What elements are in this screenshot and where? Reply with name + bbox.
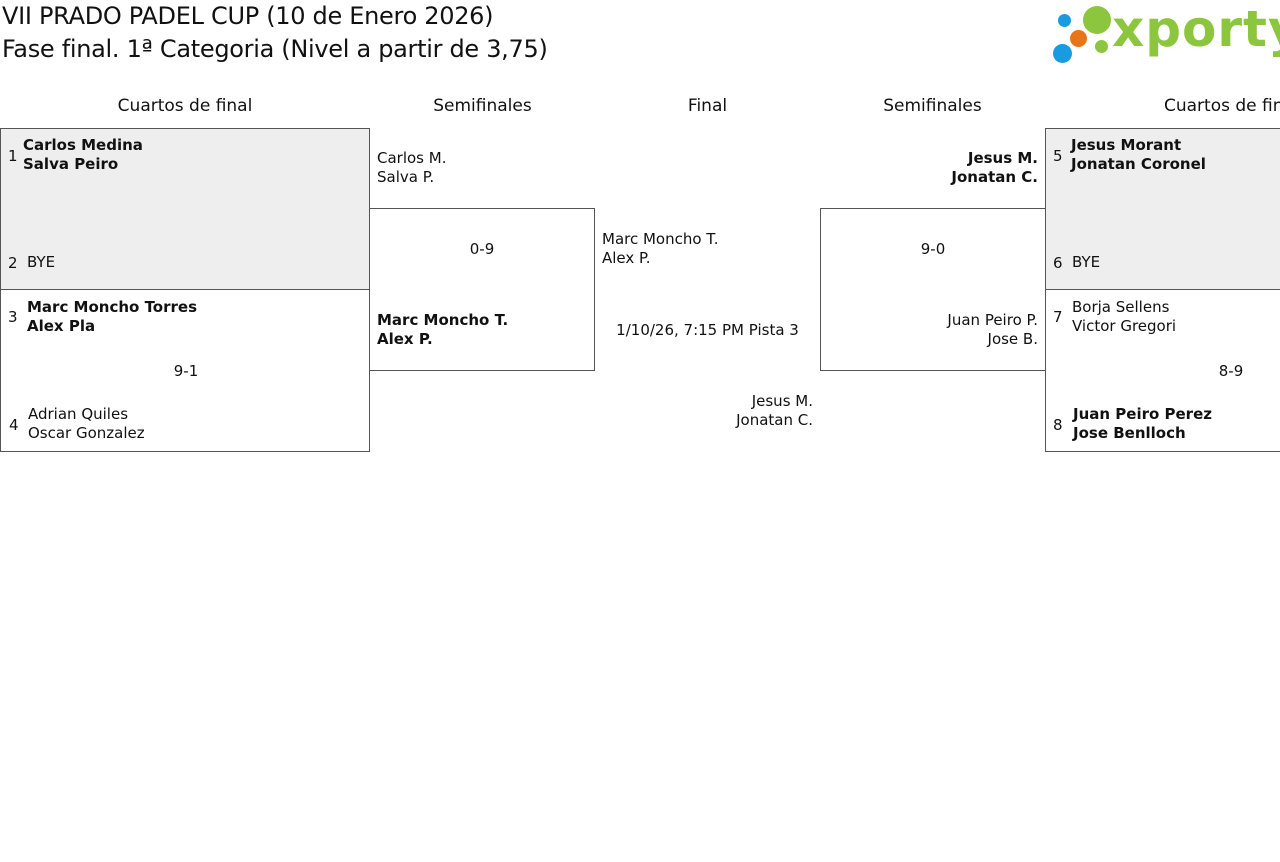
player-name: Jonatan C. — [736, 411, 813, 429]
right-sf-match[interactable]: 9-0 Juan Peiro P. Jose B. — [820, 208, 1046, 371]
seed-number: 7 — [1053, 308, 1063, 326]
team-players: Adrian Quiles Oscar Gonzalez — [28, 405, 145, 443]
match-score: 8-9 — [1218, 362, 1244, 380]
player-name: Marc Moncho Torres — [27, 298, 198, 316]
logo-dot-orange-icon — [1070, 30, 1087, 47]
logo-dot-green-small-icon — [1095, 40, 1108, 53]
player-name: Jose Benlloch — [1073, 424, 1186, 442]
round-title-final: Final — [687, 96, 728, 116]
right-qf-match-1[interactable]: 5 Jesus Morant Jonatan Coronel 6 BYE — [1045, 128, 1280, 290]
seed-number: 4 — [9, 416, 19, 434]
left-sf-top-team: Carlos M. Salva P. — [377, 149, 446, 187]
player-name: Juan Peiro P. — [947, 311, 1038, 329]
team-players: Juan Peiro P. Jose B. — [881, 311, 1038, 349]
seed-number: 3 — [8, 308, 18, 326]
match-score: 9-1 — [173, 362, 199, 380]
left-sf-match[interactable]: 0-9 Marc Moncho T. Alex P. — [369, 208, 595, 371]
right-sf-top-team: Jesus M. Jonatan C. — [900, 149, 1038, 187]
final-bottom-team: Jesus M. Jonatan C. — [700, 392, 813, 430]
seed-number: 2 — [8, 254, 18, 272]
player-name: Adrian Quiles — [28, 405, 129, 423]
seed-number: 8 — [1053, 416, 1063, 434]
player-name: Alex P. — [602, 249, 651, 267]
round-title-left-quarterfinals: Cuartos de final — [117, 96, 253, 116]
player-name: Oscar Gonzalez — [28, 424, 145, 442]
team-players: Juan Peiro Perez Jose Benlloch — [1073, 405, 1212, 443]
player-name: Carlos M. — [377, 149, 447, 167]
player-name: Marc Moncho T. — [377, 311, 509, 329]
player-name: Alex Pla — [27, 317, 96, 335]
final-top-team: Marc Moncho T. Alex P. — [602, 230, 718, 268]
team-players: Carlos Medina Salva Peiro — [23, 136, 143, 174]
logo-dot-green-icon — [1083, 6, 1111, 34]
logo-dot-blue-icon — [1058, 14, 1071, 27]
team-players: Marc Moncho T. Alex P. — [377, 311, 508, 349]
player-name: Borja Sellens — [1072, 298, 1170, 316]
match-score: 0-9 — [469, 240, 495, 258]
round-title-right-semifinals: Semifinales — [883, 96, 982, 116]
xporty-logo[interactable]: xporty — [1050, 0, 1280, 66]
left-qf-match-1[interactable]: 1 Carlos Medina Salva Peiro 2 BYE — [0, 128, 370, 290]
player-name: Carlos Medina — [23, 136, 143, 154]
team-players: Borja Sellens Victor Gregori — [1072, 298, 1176, 336]
logo-wordmark: xporty — [1112, 0, 1280, 58]
player-name: Victor Gregori — [1072, 317, 1177, 335]
player-name: Juan Peiro Perez — [1073, 405, 1212, 423]
player-name: Jesus Morant — [1071, 136, 1182, 154]
right-qf-match-2[interactable]: 7 Borja Sellens Victor Gregori 8-9 8 Jua… — [1045, 289, 1280, 452]
player-name: Salva Peiro — [23, 155, 119, 173]
seed-number: 6 — [1053, 254, 1063, 272]
player-name: Salva P. — [377, 168, 435, 186]
phase-subtitle: Fase final. 1ª Categoria (Nivel a partir… — [2, 35, 548, 63]
round-title-left-semifinals: Semifinales — [433, 96, 532, 116]
match-score: 9-0 — [920, 240, 946, 258]
player-name: Jonatan Coronel — [1071, 155, 1206, 173]
bye-label: BYE — [1072, 253, 1101, 271]
seed-number: 5 — [1053, 147, 1063, 165]
player-name: Jesus M. — [967, 149, 1038, 167]
left-qf-match-2[interactable]: 3 Marc Moncho Torres Alex Pla 9-1 4 Adri… — [0, 289, 370, 452]
tournament-title: VII PRADO PADEL CUP (10 de Enero 2026) — [2, 2, 494, 30]
seed-number: 1 — [8, 147, 18, 165]
player-name: Marc Moncho T. — [602, 230, 719, 248]
logo-dot-blue-large-icon — [1053, 44, 1072, 63]
team-players: Jesus Morant Jonatan Coronel — [1071, 136, 1206, 174]
player-name: Jose B. — [987, 330, 1038, 348]
final-schedule: 1/10/26, 7:15 PM Pista 3 — [616, 321, 799, 339]
player-name: Alex P. — [377, 330, 433, 348]
bye-label: BYE — [27, 253, 56, 271]
player-name: Jesus M. — [751, 392, 813, 410]
player-name: Jonatan C. — [951, 168, 1038, 186]
round-title-right-quarterfinals: Cuartos de final — [1164, 96, 1280, 116]
team-players: Marc Moncho Torres Alex Pla — [27, 298, 197, 336]
